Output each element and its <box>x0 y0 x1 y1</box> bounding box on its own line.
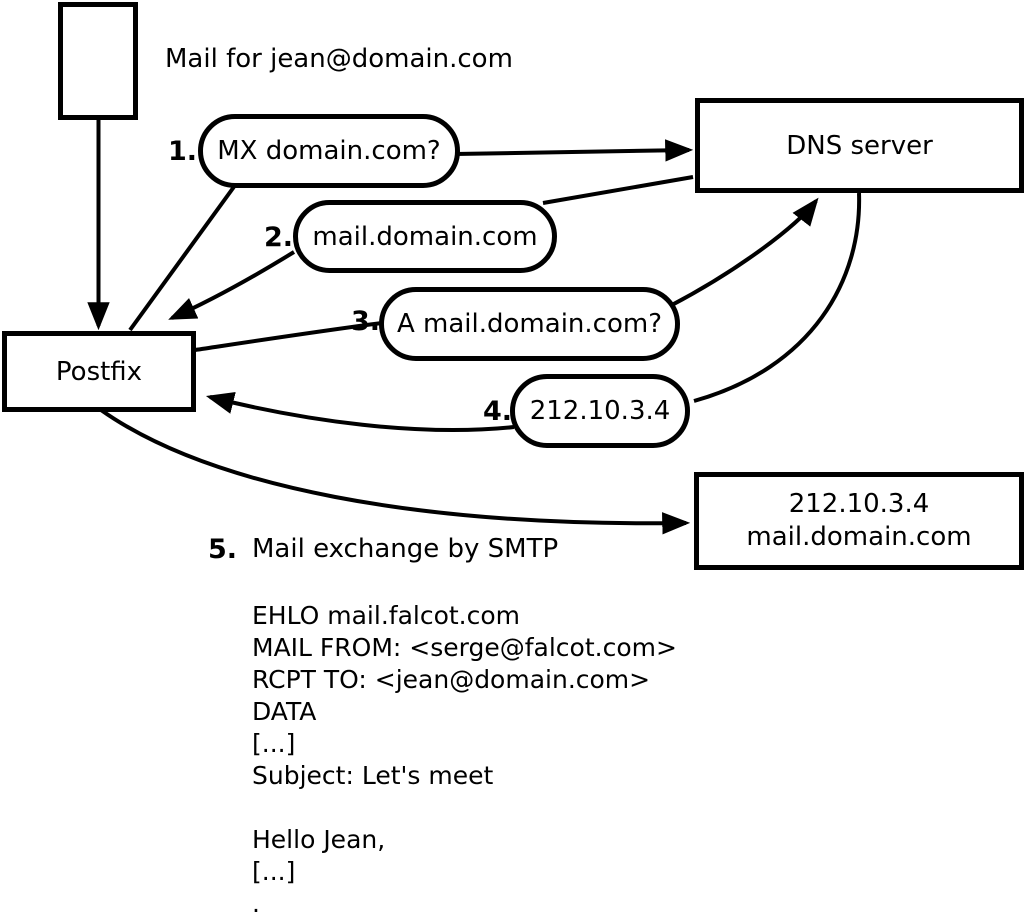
dns-server-label: DNS server <box>786 130 933 161</box>
arrow-query3-to-dns <box>669 197 819 308</box>
arrow-query1-to-dns <box>454 139 694 162</box>
postfix-label: Postfix <box>55 356 143 387</box>
mail-server-ip: 212.10.3.4 <box>788 489 930 519</box>
smtp-line: RCPT TO: <jean@domain.com> <box>252 665 651 694</box>
mail-for-label: Mail for jean@domain.com <box>165 44 513 74</box>
line-dns-to-reply4 <box>693 192 862 403</box>
postfix-box: Postfix <box>2 331 196 412</box>
mail-server-hostname: mail.domain.com <box>746 522 972 552</box>
smtp-line: MAIL FROM: <serge@falcot.com> <box>252 633 677 662</box>
arrow-reply2-to-postfix <box>168 250 296 320</box>
reply-mx-label: mail.domain.com <box>312 221 538 252</box>
step-number-3: 3. <box>351 306 381 337</box>
smtp-line: EHLO mail.falcot.com <box>252 601 521 630</box>
smtp-exchange-label: Mail exchange by SMTP <box>252 534 559 564</box>
smtp-line: . <box>252 889 260 918</box>
line-postfix-to-query3 <box>194 321 383 352</box>
step-number-2: 2. <box>264 222 294 253</box>
query-mx-label: MX domain.com? <box>217 136 441 166</box>
line-dns-to-reply2 <box>542 175 694 205</box>
step-number-1: 1. <box>168 136 198 167</box>
smtp-line: DATA <box>252 697 317 726</box>
query-mx-pill: MX domain.com? <box>198 114 460 188</box>
step-number-5: 5. <box>208 534 238 565</box>
smtp-line: [...] <box>252 857 296 886</box>
smtp-session-transcript: EHLO mail.falcot.com MAIL FROM: <serge@f… <box>252 600 677 919</box>
dns-server-box: DNS server <box>695 98 1024 193</box>
query-a-pill: A mail.domain.com? <box>379 287 680 361</box>
line-postfix-to-query1 <box>128 182 238 332</box>
mail-message-box <box>58 2 138 120</box>
reply-a-label: 212.10.3.4 <box>529 396 671 426</box>
reply-mx-pill: mail.domain.com <box>293 200 557 273</box>
reply-a-pill: 212.10.3.4 <box>510 374 690 448</box>
arrow-reply4-to-postfix <box>205 391 515 433</box>
arrow-postfix-to-mailserver <box>99 408 691 535</box>
step-number-4: 4. <box>483 396 513 427</box>
smtp-line: [...] <box>252 729 296 758</box>
mail-server-box: 212.10.3.4 mail.domain.com <box>694 472 1024 570</box>
smtp-line: Subject: Let's meet <box>252 761 494 790</box>
smtp-line <box>252 792 677 824</box>
smtp-line: Hello Jean, <box>252 825 386 854</box>
query-a-label: A mail.domain.com? <box>397 309 662 339</box>
